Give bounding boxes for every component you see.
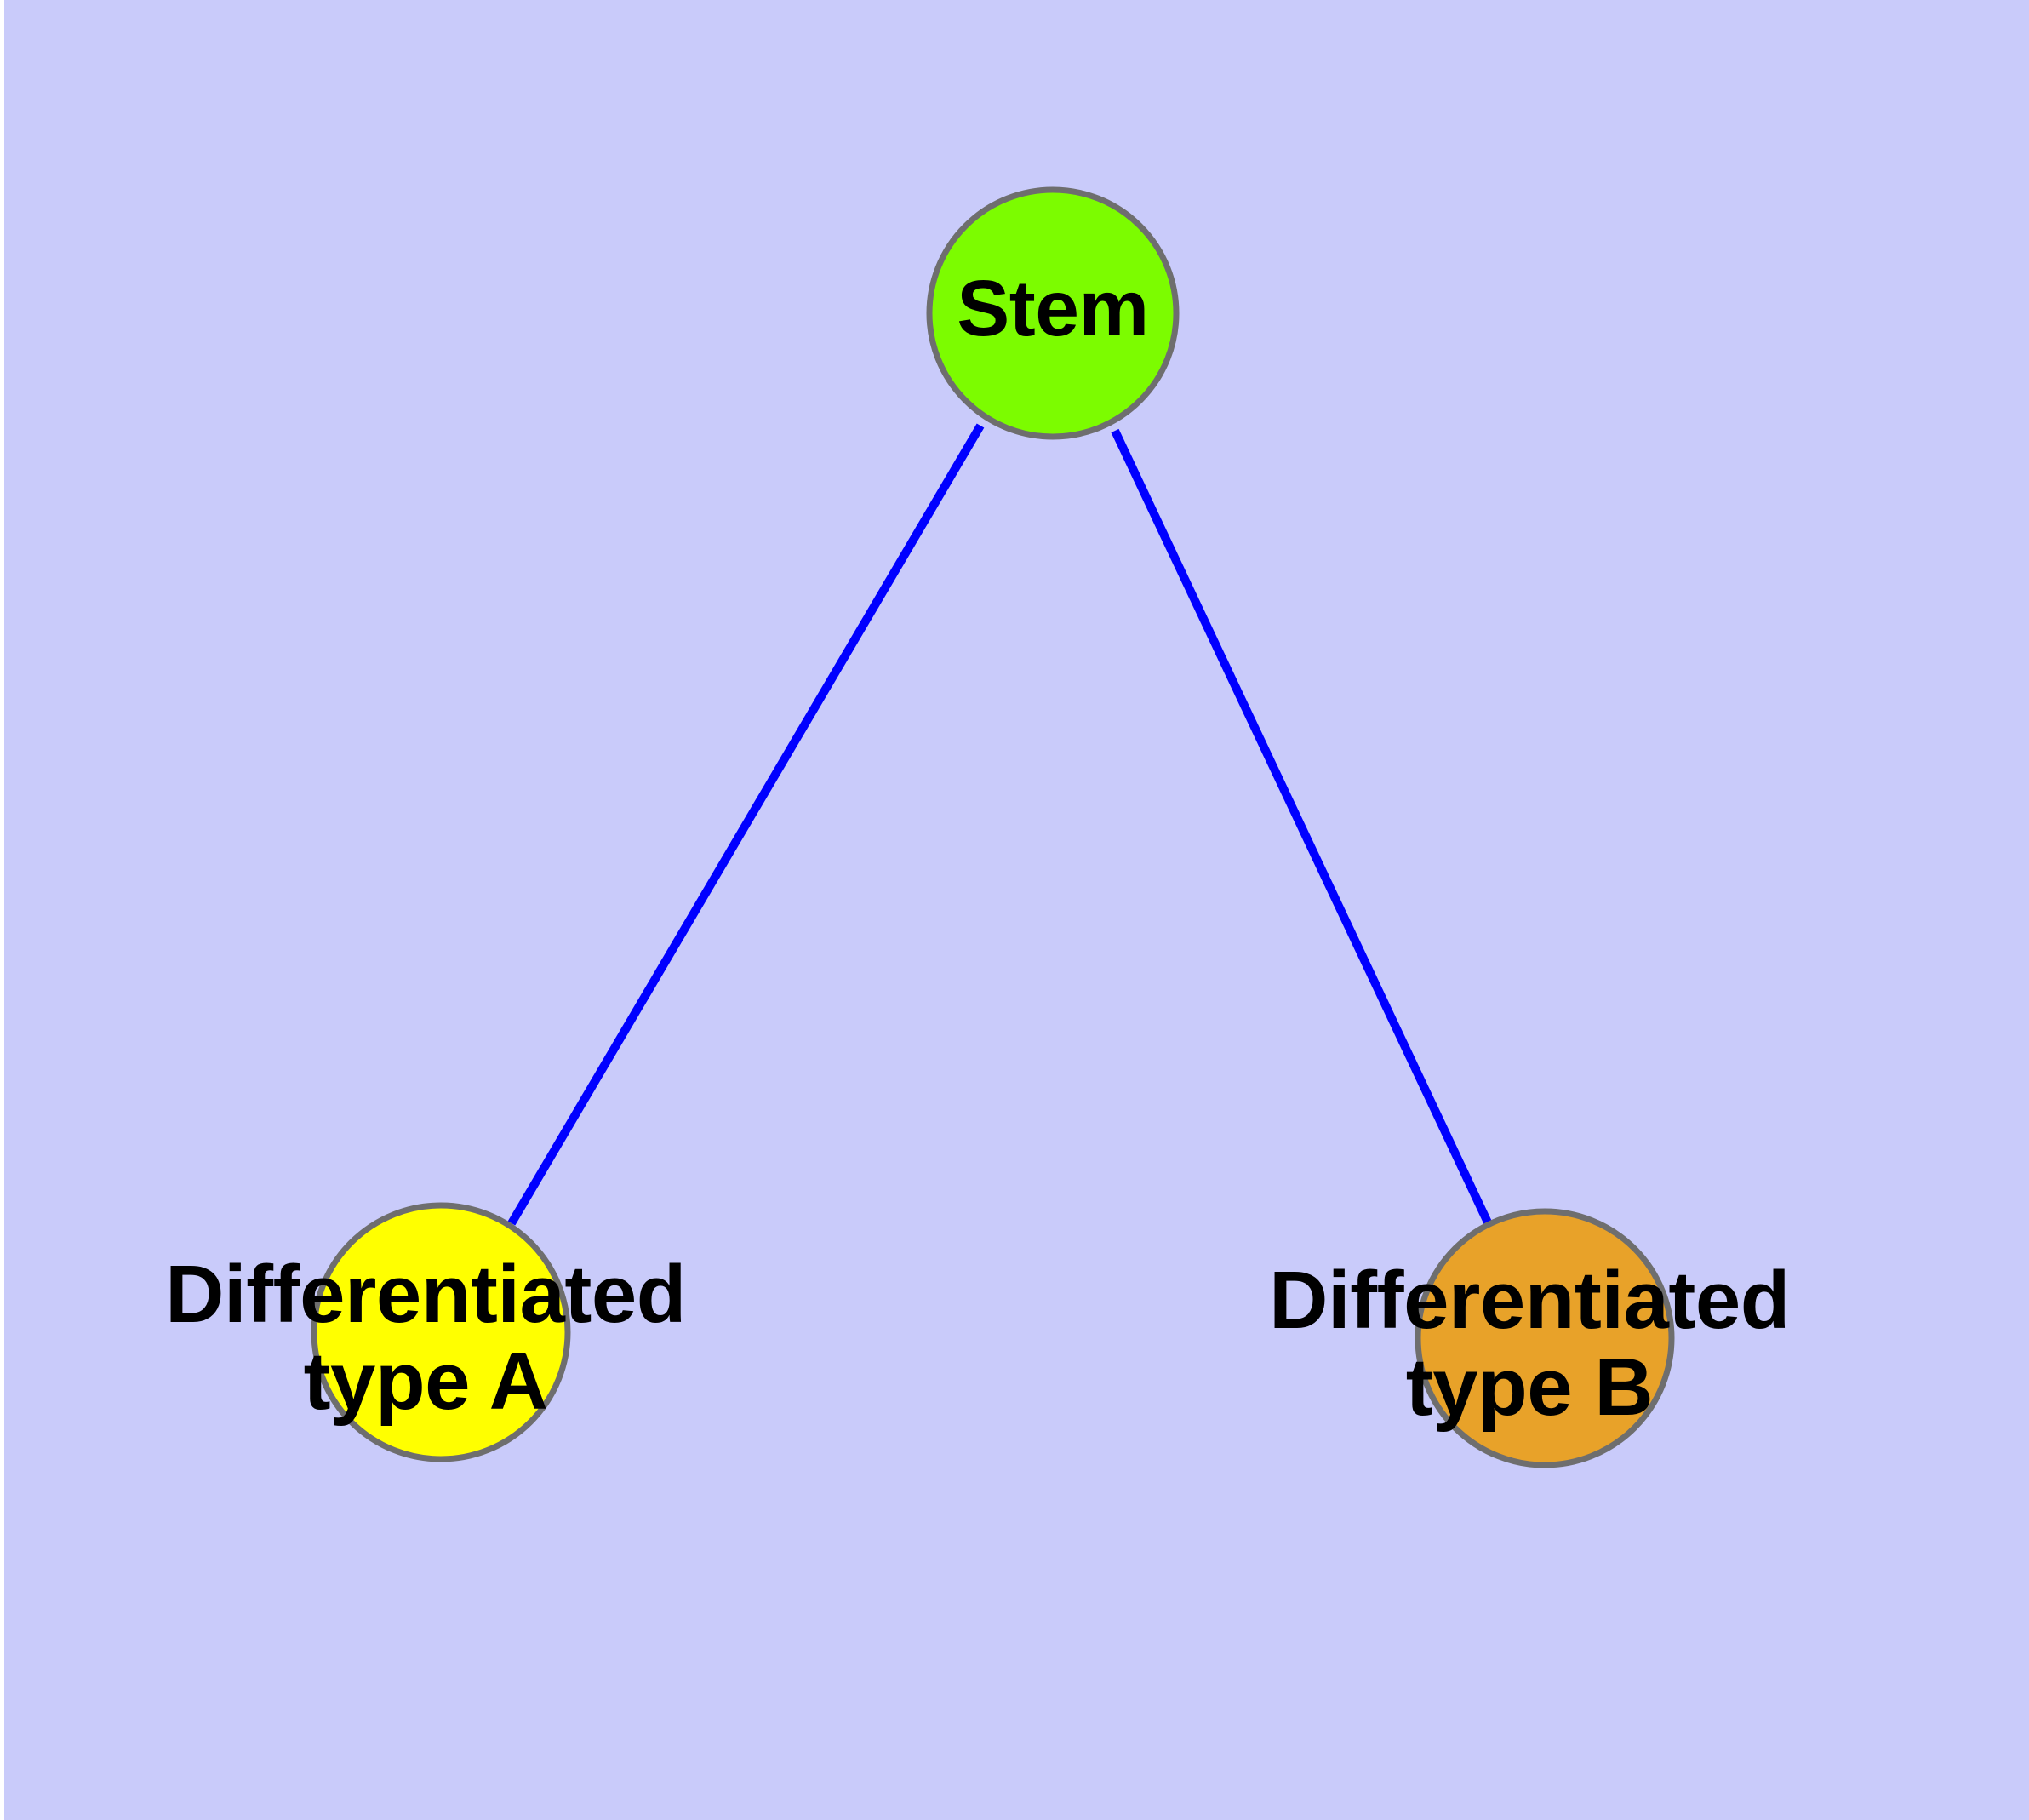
edge-stem-to-differentiated-type-b[interactable]: [1111, 428, 1493, 1227]
node-differentiated-type-b[interactable]: [1415, 1208, 1675, 1468]
node-stem[interactable]: [926, 186, 1180, 440]
node-differentiated-type-a[interactable]: [311, 1202, 571, 1462]
node-layer: [311, 186, 1675, 1468]
edge-layer: [507, 423, 1493, 1227]
edge-stem-to-differentiated-type-a[interactable]: [507, 423, 985, 1226]
